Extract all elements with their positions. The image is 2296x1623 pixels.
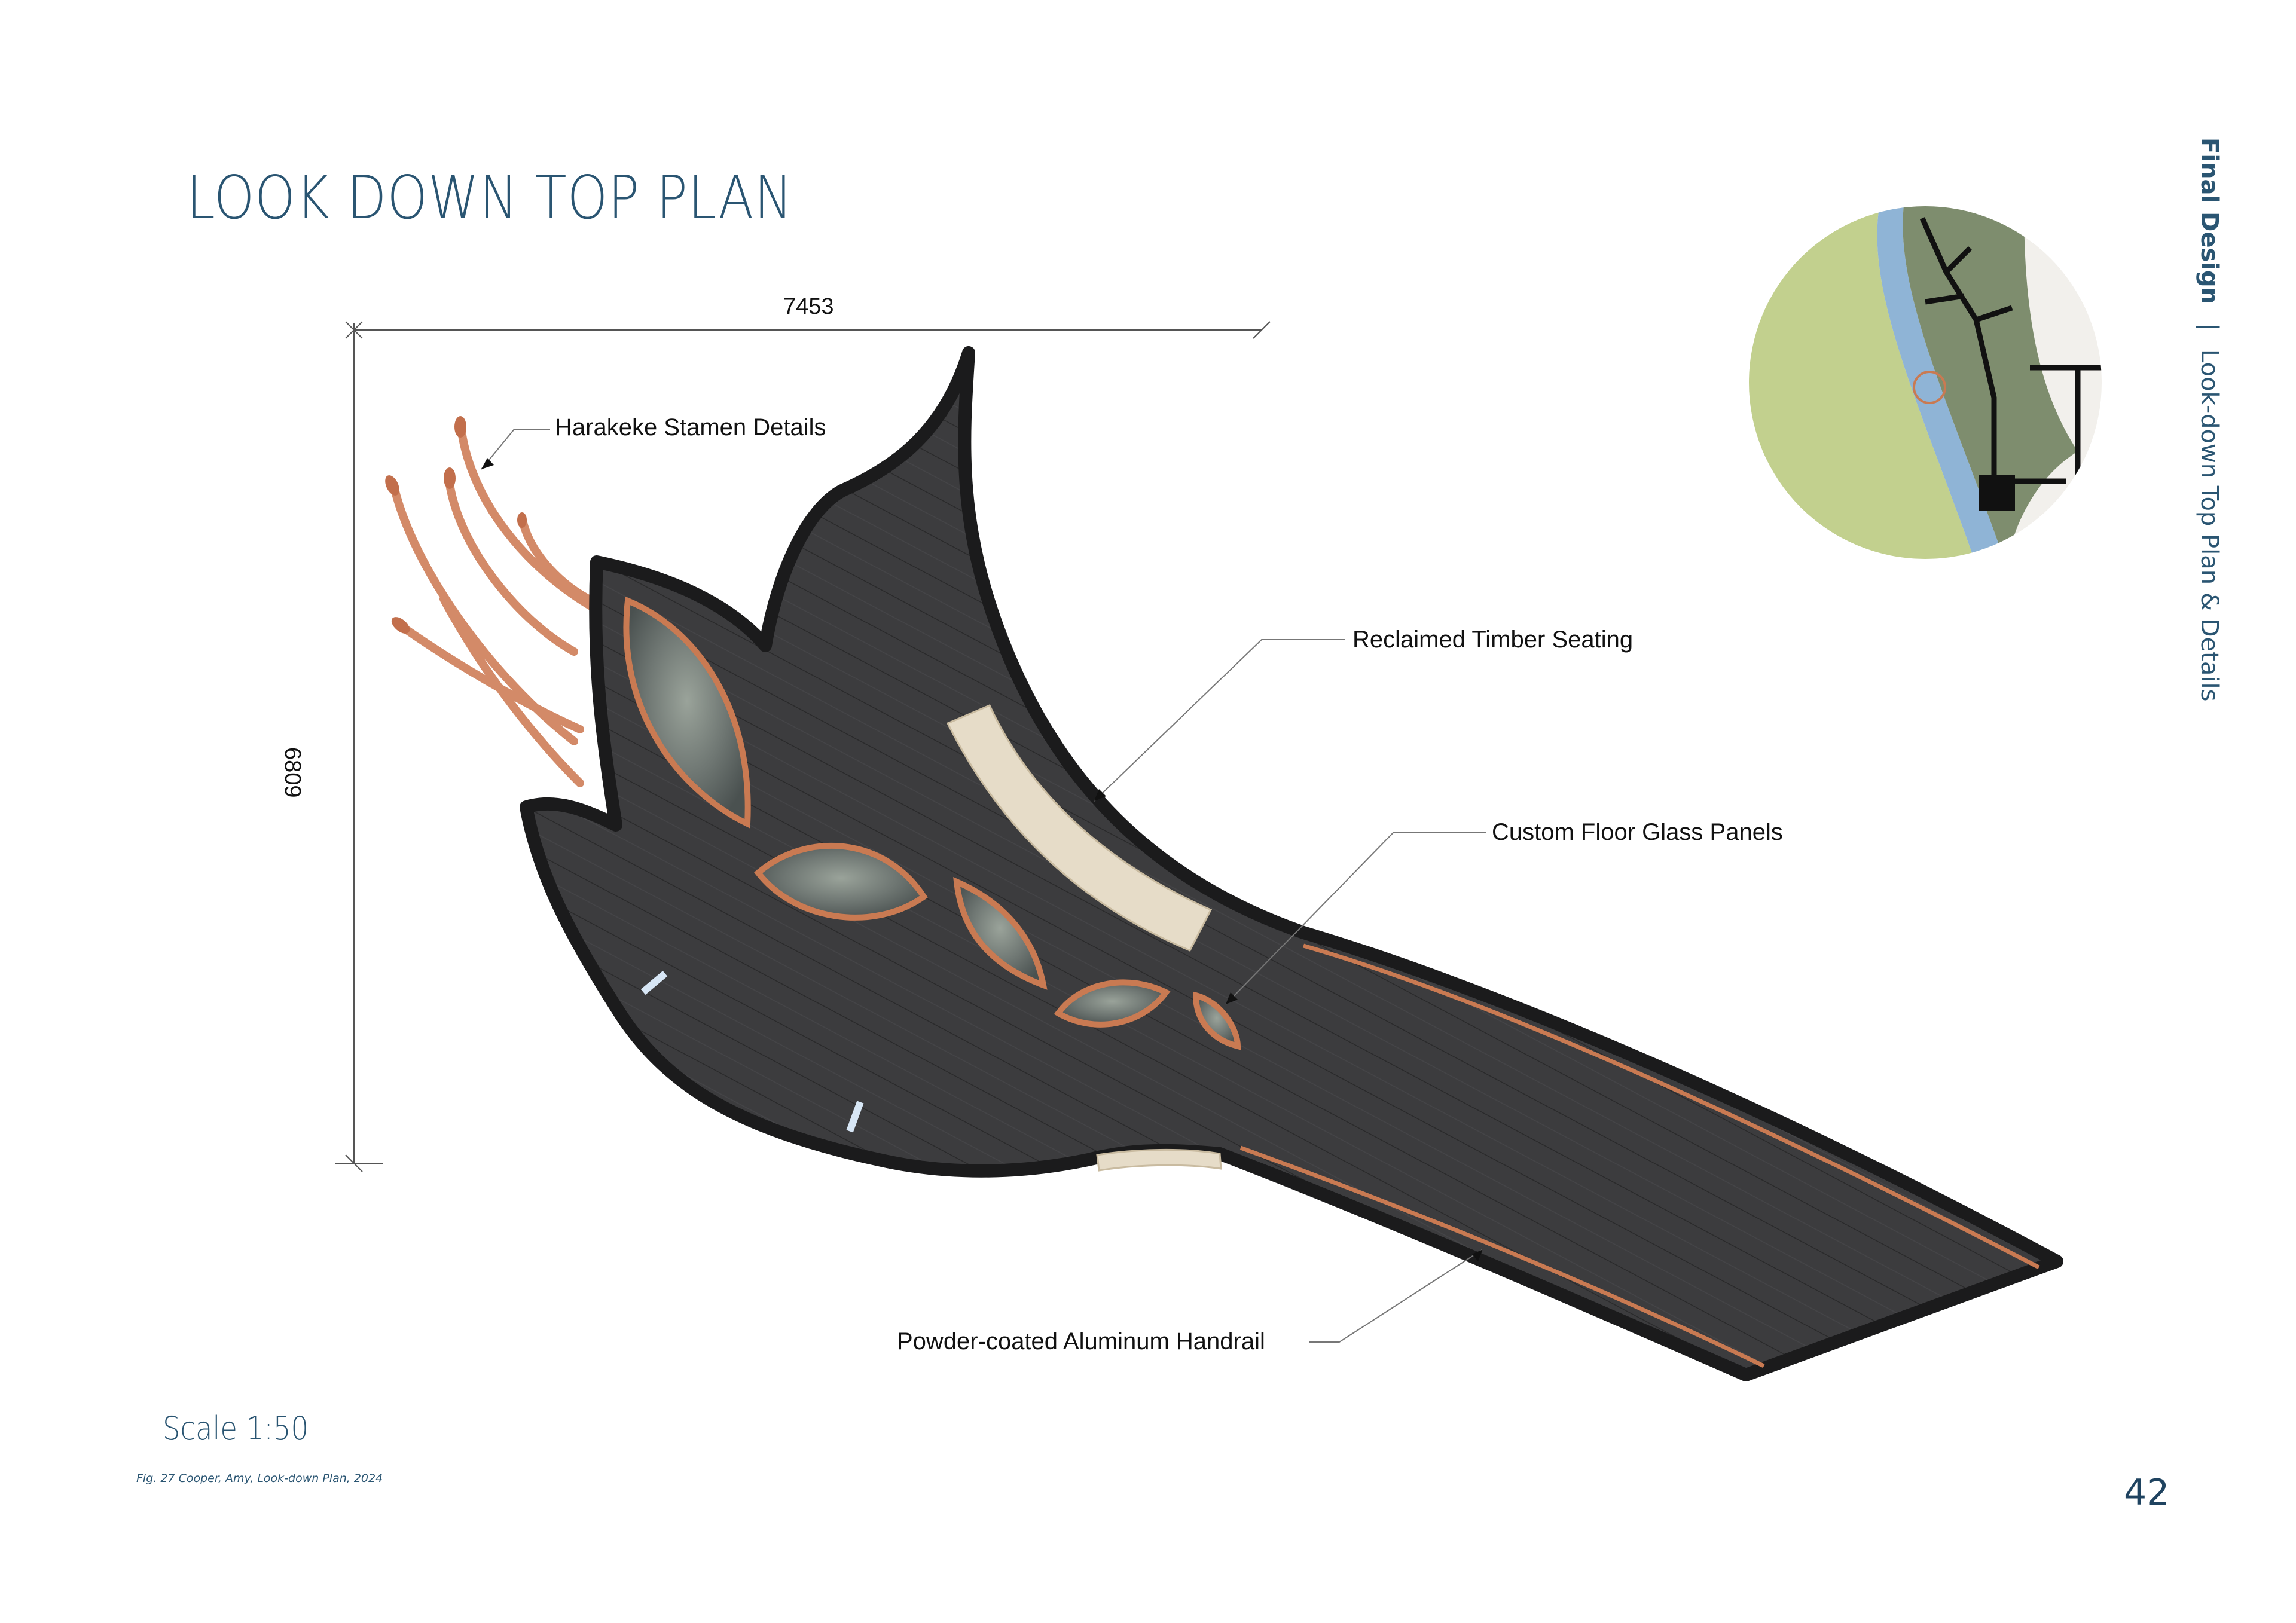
leader-lines	[481, 429, 1486, 1343]
glass-panel	[754, 842, 928, 921]
stamen-tip	[444, 467, 456, 489]
glass-panels	[623, 596, 1241, 1050]
timber-seating	[946, 704, 1213, 952]
handrail	[1239, 1145, 1765, 1368]
height-dimension-label: 6809	[280, 747, 305, 798]
section-heading: Final Design | Look-down Top Plan & Deta…	[2196, 137, 2223, 701]
handrails	[1239, 943, 2040, 1368]
stamen-tip	[454, 416, 466, 438]
page-number: 42	[2124, 1472, 2170, 1514]
stamen-details	[389, 427, 596, 787]
handrail-leader	[1309, 1249, 1483, 1343]
width-dimension-label: 7453	[783, 294, 834, 319]
section-heading-detail: Look-down Top Plan & Details	[2196, 349, 2223, 702]
stamen	[457, 427, 596, 611]
handrail	[1303, 943, 2040, 1270]
map-path	[1925, 293, 1965, 305]
stamen-tip	[385, 475, 399, 496]
leader-arrows	[481, 458, 1483, 1261]
stamen	[445, 480, 578, 656]
map-path	[1944, 246, 1973, 274]
section-heading-separator: |	[2196, 322, 2223, 331]
location-marker-icon	[1913, 371, 1946, 404]
glass-panel	[953, 876, 1048, 990]
stamen	[389, 480, 578, 745]
stamen-tips	[385, 416, 527, 634]
seating-leader	[1094, 639, 1345, 802]
map-paths	[1919, 217, 2102, 484]
map-river	[1877, 206, 2006, 559]
stamen-tip	[517, 512, 527, 528]
seating-callout: Reclaimed Timber Seating	[1352, 626, 1634, 653]
deck-light	[640, 970, 668, 995]
dimension-tick	[345, 321, 363, 339]
map-field	[1749, 206, 1976, 559]
arrow-head	[1226, 992, 1238, 1004]
deck-lights	[640, 970, 864, 1133]
glass-panel	[1192, 991, 1241, 1050]
stamen-leader	[481, 429, 550, 470]
glass-panel	[623, 596, 751, 829]
figure-caption: Fig. 27 Cooper, Amy, Look-down Plan, 202…	[136, 1472, 383, 1485]
glass-panel	[1054, 979, 1171, 1028]
arrow-head	[1094, 789, 1106, 801]
deck-light	[846, 1101, 864, 1133]
arrow-head	[481, 458, 494, 469]
map-path	[1975, 305, 2013, 323]
handrail-callout: Powder-coated Aluminum Handrail	[897, 1328, 1265, 1355]
locator-map	[1749, 206, 2102, 559]
section-heading-bold: Final Design	[2196, 137, 2223, 305]
timber-seating	[1096, 1148, 1222, 1172]
stamen	[398, 622, 584, 733]
scale-label: Scale 1:50	[163, 1410, 309, 1447]
arrow-head	[1472, 1249, 1483, 1261]
page-title: LOOK DOWN TOP PLAN	[187, 163, 793, 233]
deck-body	[520, 346, 2063, 1381]
dimension-lines	[335, 321, 1271, 1172]
map-building	[1979, 475, 2015, 511]
stamen-callout: Harakeke Stamen Details	[555, 414, 826, 441]
glass-leader	[1225, 832, 1486, 1005]
stamen	[519, 519, 596, 605]
stamen	[439, 595, 584, 787]
stamen-tip	[391, 617, 410, 634]
glass-callout: Custom Floor Glass Panels	[1492, 819, 1783, 845]
dimension-tick	[1253, 321, 1271, 339]
